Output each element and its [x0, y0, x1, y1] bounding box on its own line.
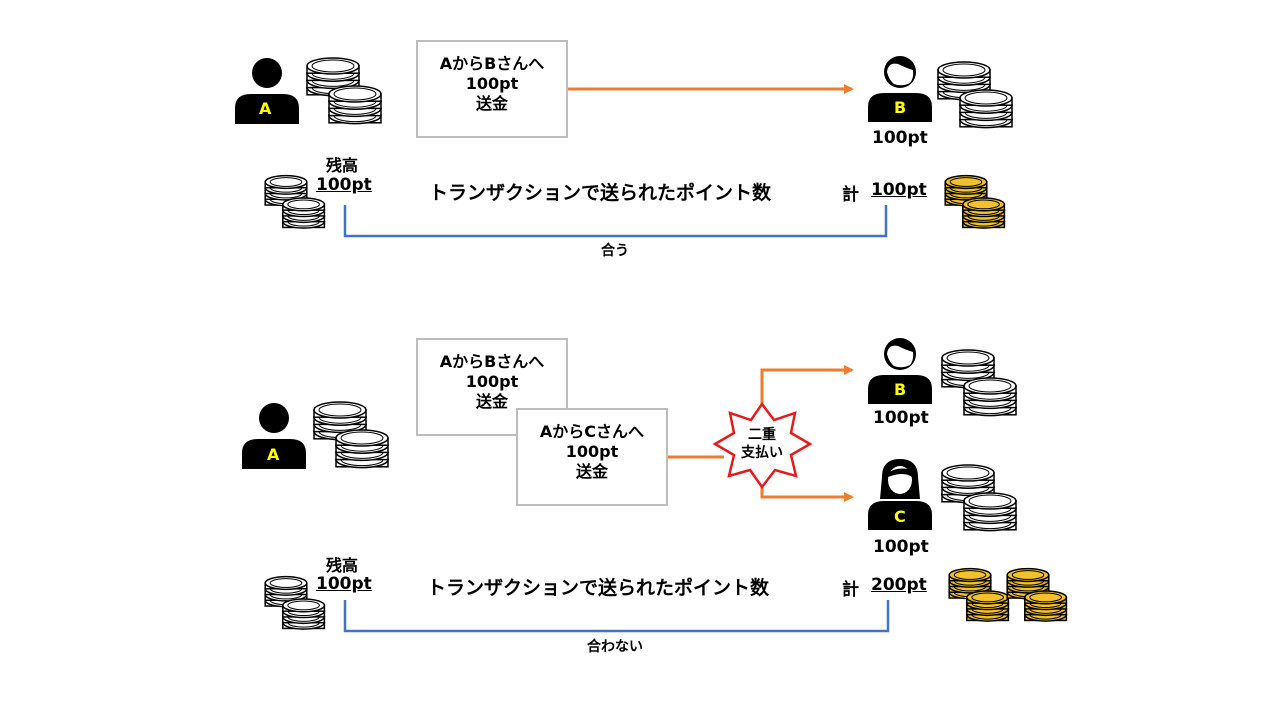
result-top: 合う [601, 243, 629, 259]
transaction-box-a-to-c-bottom: AからCさんへ 100pt 送金 [516, 408, 668, 506]
double-payment-label: 二重 支払い [732, 426, 792, 462]
coin-layer [264, 57, 1068, 630]
person-icon [868, 338, 932, 404]
coin-stack-icon [937, 61, 1013, 129]
balance-value-bottom: 100pt [316, 574, 372, 594]
gold-coin-stack-icon [948, 567, 1010, 622]
coin-stack-icon [313, 401, 389, 469]
transfer-arrow-to-b [760, 365, 854, 408]
person-letter-b-top: B [894, 98, 907, 117]
double-payment-line-2: 支払い [741, 445, 783, 461]
comparison-bracket-top [343, 205, 888, 238]
coin-stack-icon [306, 57, 382, 125]
caption-bottom: トランザクションで送られたポイント数 [427, 577, 770, 599]
explosion-burst-icon [712, 401, 813, 490]
transaction-line-2: 100pt [565, 442, 619, 461]
balance-label-top: 残高 [326, 156, 359, 175]
double-payment-line-1: 二重 [748, 427, 776, 443]
transaction-line-3: 送金 [575, 462, 608, 481]
transaction-line-1: AからBさんへ [439, 54, 545, 73]
balance-value-top: 100pt [316, 175, 372, 195]
total-value-bottom: 200pt [871, 575, 927, 595]
transaction-line-1: AからCさんへ [539, 422, 645, 441]
transaction-line-3: 送金 [475, 392, 508, 411]
gold-coin-stack-icon [1006, 567, 1068, 622]
person-letter-a-bottom: A [267, 445, 280, 464]
transfer-arrow-to-c [760, 480, 854, 502]
receiver-c-amount-bottom: 100pt [873, 537, 929, 557]
total-label-top: 計 [842, 185, 859, 205]
caption-top: トランザクションで送られたポイント数 [429, 182, 772, 204]
total-label-bottom: 計 [842, 580, 859, 600]
coin-stack-icon [264, 174, 326, 229]
person-letter-b-bottom: B [894, 380, 907, 399]
person-icon [242, 403, 306, 469]
coin-stack-icon [941, 464, 1017, 532]
person-icon [868, 56, 932, 122]
transaction-line-3: 送金 [475, 94, 508, 113]
transaction-line-2: 100pt [465, 372, 519, 391]
result-bottom: 合わない [587, 639, 643, 655]
coin-stack-icon [941, 349, 1017, 417]
balance-label-bottom: 残高 [326, 556, 359, 575]
transaction-box-a-to-b-top: AからBさんへ 100pt 送金 [416, 40, 568, 138]
person-letter-a-top: A [259, 99, 272, 118]
gold-coin-stack-icon [944, 174, 1006, 229]
total-value-top: 100pt [871, 180, 927, 200]
person-letter-c-bottom: C [894, 507, 906, 526]
transaction-line-2: 100pt [465, 74, 519, 93]
person-icon [235, 58, 299, 124]
comparison-bracket-bottom [343, 600, 890, 633]
receiver-b-amount-bottom: 100pt [873, 408, 929, 428]
coin-stack-icon [264, 575, 326, 630]
person-icon [868, 459, 932, 530]
transaction-line-1: AからBさんへ [439, 352, 545, 371]
receiver-amount-top: 100pt [872, 128, 928, 148]
